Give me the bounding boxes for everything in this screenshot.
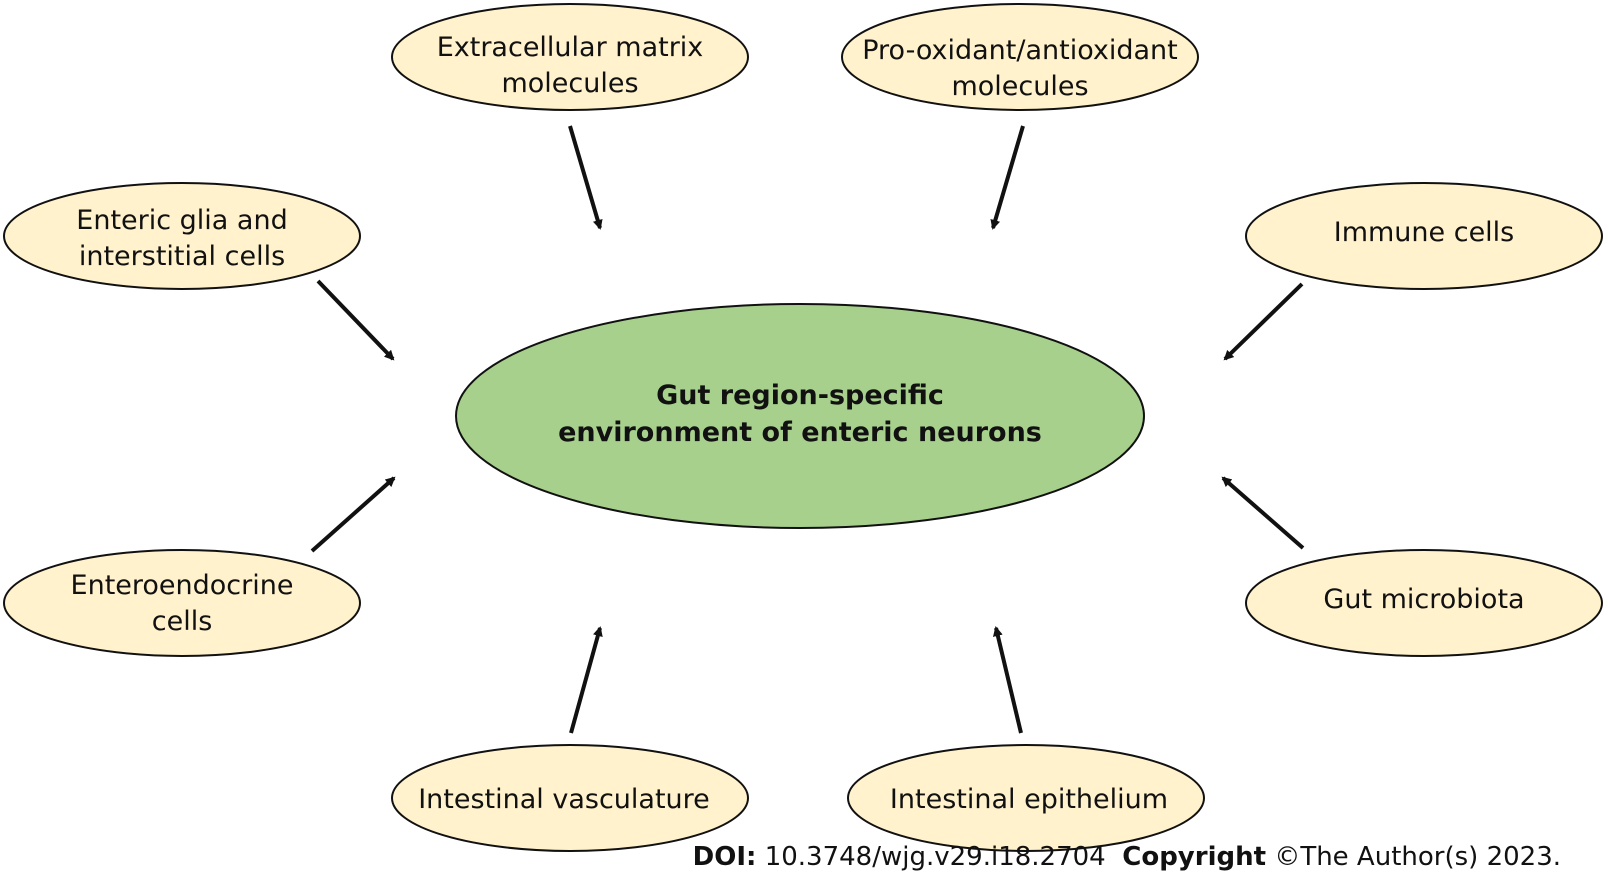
node-ellipse (3, 549, 361, 657)
node-label-line-1: Intestinal epithelium (890, 784, 1168, 815)
node-intestinal-epithelium: Intestinal epithelium (847, 744, 1205, 852)
node-gut-microbiota: Gut microbiota (1245, 549, 1603, 657)
node-ellipse (847, 744, 1205, 852)
arrow-intestinal-vasculature (569, 626, 603, 734)
node-label-line-1: Enteroendocrine (71, 570, 294, 601)
node-pro-oxidant: Pro-oxidant/antioxidant molecules (841, 3, 1199, 111)
node-label-line-1: Enteric glia and (76, 205, 287, 236)
node-ellipse (391, 744, 749, 852)
arrows (310, 125, 1305, 734)
center-line-2: environment of enteric neurons (558, 417, 1042, 448)
node-label-line-2: interstitial cells (79, 241, 285, 272)
node-immune-cells: Immune cells (1245, 182, 1603, 290)
node-ellipse (391, 3, 749, 111)
node-extracellular-matrix: Extracellular matrix molecules (391, 3, 749, 111)
center-ellipse (455, 303, 1145, 529)
node-enteric-glia: Enteric glia and interstitial cells (3, 182, 361, 290)
copyright-label: Copyright (1122, 842, 1267, 872)
node-label-line-1: Immune cells (1334, 217, 1515, 248)
center-node: Gut region-specific environment of enter… (455, 303, 1145, 529)
node-label-line-2: molecules (501, 68, 638, 99)
node-label-line-2: cells (152, 606, 213, 637)
arrow-enteroendocrine (310, 476, 396, 553)
arrow-pro-oxidant (990, 125, 1025, 230)
center-line-1: Gut region-specific (656, 380, 944, 411)
node-ellipse (3, 182, 361, 290)
doi-label: DOI: (692, 842, 757, 872)
arrow-gut-microbiota (1221, 476, 1305, 550)
node-enteroendocrine: Enteroendocrine cells (3, 549, 361, 657)
node-intestinal-vasculature: Intestinal vasculature (391, 744, 749, 852)
node-label-line-2: molecules (951, 71, 1088, 102)
arrow-enteric-glia (316, 279, 395, 361)
copyright-value: ©The Author(s) 2023. (1274, 842, 1561, 872)
node-ellipse (841, 3, 1199, 111)
doi-value[interactable]: 10.3748/wjg.v29.i18.2704 (764, 842, 1106, 872)
node-label-line-1: Pro-oxidant/antioxidant (862, 35, 1178, 66)
node-label-line-1: Intestinal vasculature (418, 784, 710, 815)
node-ellipse (1245, 182, 1603, 290)
arrow-immune-cells (1223, 282, 1304, 361)
node-label-line-1: Gut microbiota (1323, 584, 1524, 615)
arrow-intestinal-epithelium (992, 626, 1023, 734)
footer-citation: DOI: 10.3748/wjg.v29.i18.2704 Copyright … (693, 842, 1561, 872)
arrow-extracellular-matrix (568, 125, 603, 230)
node-label-line-1: Extracellular matrix (437, 32, 704, 63)
node-ellipse (1245, 549, 1603, 657)
